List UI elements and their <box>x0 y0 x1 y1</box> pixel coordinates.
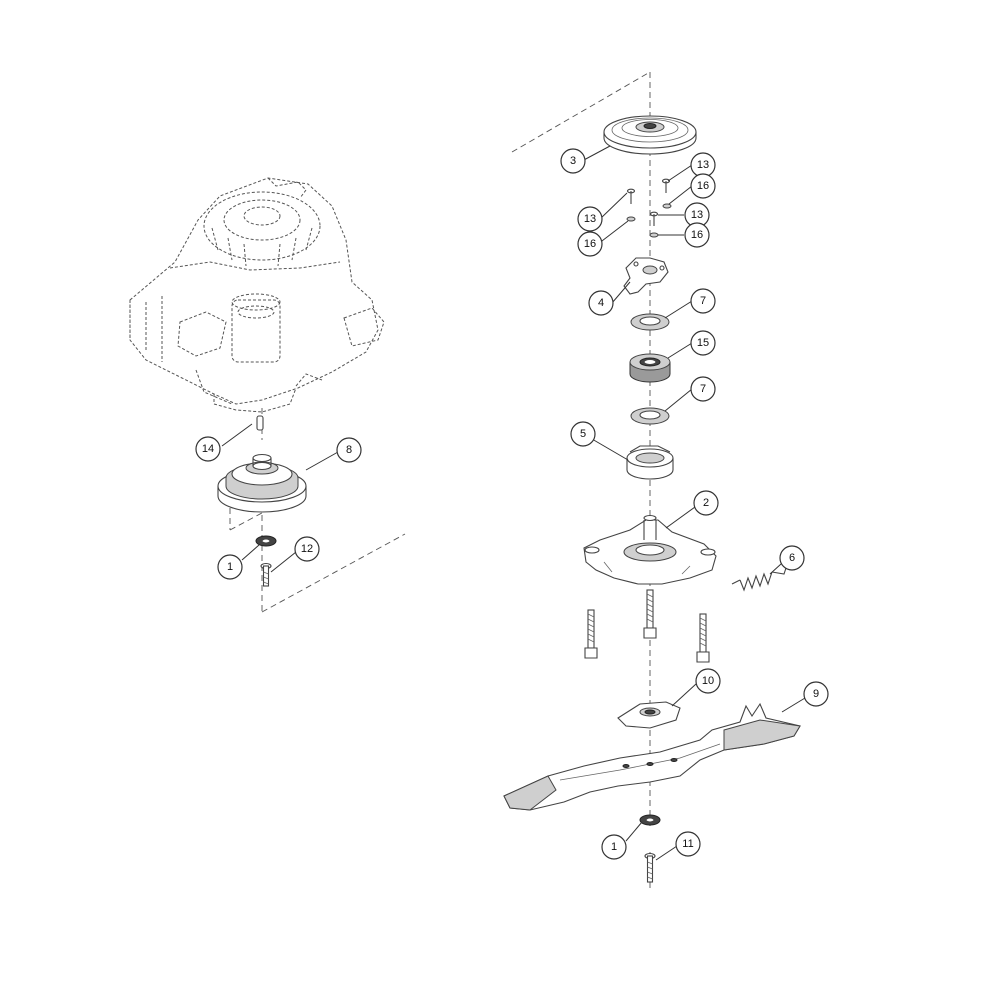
washer-small <box>649 232 659 238</box>
svg-text:2: 2 <box>703 497 709 509</box>
callout: 5 <box>570 421 596 447</box>
svg-text:7: 7 <box>700 383 706 395</box>
washer-small <box>662 203 672 209</box>
engine-outline <box>129 177 385 413</box>
blade-adapter <box>617 701 681 729</box>
svg-text:4: 4 <box>598 297 604 309</box>
bearing-cup <box>626 445 674 480</box>
callout: 1 <box>601 834 627 860</box>
callout: 3 <box>560 148 586 174</box>
callout: 16 <box>690 173 716 199</box>
svg-text:5: 5 <box>580 428 586 440</box>
callout: 11 <box>675 831 701 857</box>
callout: 9 <box>803 681 829 707</box>
pin <box>256 415 264 431</box>
screw <box>649 211 659 226</box>
washer-small <box>626 216 636 222</box>
callout: 12 <box>294 536 320 562</box>
svg-text:16: 16 <box>691 229 703 241</box>
seal-ring <box>630 313 670 331</box>
housing-bolt <box>696 613 710 663</box>
svg-text:6: 6 <box>789 552 795 564</box>
callout: 13 <box>577 206 603 232</box>
svg-text:1: 1 <box>611 841 617 853</box>
washer <box>255 535 277 547</box>
callout: 4 <box>588 290 614 316</box>
drive-pulley <box>603 115 697 155</box>
callout: 16 <box>684 222 710 248</box>
bolt <box>260 562 272 587</box>
svg-text:12: 12 <box>301 543 313 555</box>
callout: 10 <box>695 668 721 694</box>
callout: 16 <box>577 231 603 257</box>
screw <box>661 178 671 193</box>
svg-text:9: 9 <box>813 688 819 700</box>
seal-ring <box>630 407 670 425</box>
svg-text:13: 13 <box>691 209 703 221</box>
bracket <box>623 257 669 295</box>
svg-text:13: 13 <box>697 159 709 171</box>
housing-bolt <box>643 589 657 639</box>
callout: 6 <box>779 545 805 571</box>
svg-text:13: 13 <box>584 213 596 225</box>
blade-housing <box>583 514 717 585</box>
housing-bolt <box>584 609 598 659</box>
svg-text:14: 14 <box>202 443 214 455</box>
svg-text:1: 1 <box>227 561 233 573</box>
callout: 2 <box>693 490 719 516</box>
svg-text:10: 10 <box>702 675 714 687</box>
callout: 13 <box>684 202 710 228</box>
callout: 15 <box>690 330 716 356</box>
svg-text:7: 7 <box>700 295 706 307</box>
callout: 14 <box>195 436 221 462</box>
svg-text:16: 16 <box>584 238 596 250</box>
screw <box>626 188 636 204</box>
callout: 8 <box>336 437 362 463</box>
svg-text:15: 15 <box>697 337 709 349</box>
callout: 13 <box>690 152 716 178</box>
svg-text:16: 16 <box>697 180 709 192</box>
blade-bolt <box>644 852 656 883</box>
bearing <box>629 353 671 383</box>
pulley <box>217 453 307 513</box>
svg-text:3: 3 <box>570 155 576 167</box>
svg-text:8: 8 <box>346 444 352 456</box>
leader-lines <box>221 145 806 861</box>
callout: 7 <box>690 376 716 402</box>
spring <box>731 567 787 592</box>
callout: 7 <box>690 288 716 314</box>
svg-text:11: 11 <box>682 838 693 850</box>
washer <box>639 814 661 826</box>
callout: 1 <box>217 554 243 580</box>
mower-blade <box>503 702 801 811</box>
